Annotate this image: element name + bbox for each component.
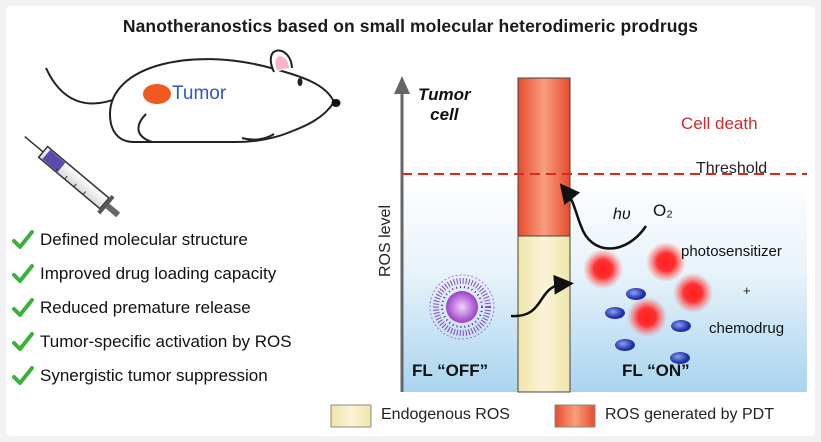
tumor-cell-label-line1: Tumor xyxy=(418,85,471,104)
feature-item: Tumor-specific activation by ROS xyxy=(12,325,292,359)
pdt-ros-bar xyxy=(517,77,571,237)
figure-title: Nanotheranostics based on small molecula… xyxy=(122,16,699,36)
mouse-front-foot xyxy=(241,133,275,141)
oxygen-label: O₂ xyxy=(653,201,673,220)
feature-text: Tumor-specific activation by ROS xyxy=(40,332,292,351)
mouse-tail xyxy=(45,67,119,105)
feature-item: Defined molecular structure xyxy=(12,223,292,257)
photosensitizer-label: photosensitizer xyxy=(681,243,782,260)
check-icon xyxy=(12,230,34,249)
tumor-label: Tumor xyxy=(172,83,227,104)
tumor-cell-label: Tumor cell xyxy=(418,85,471,125)
feature-item: Synergistic tumor suppression xyxy=(12,359,292,393)
chemodrug-molecules xyxy=(605,288,691,364)
ros-generation-arrow xyxy=(559,183,648,250)
syringe-icon xyxy=(24,135,121,218)
feature-item: Reduced premature release xyxy=(12,291,292,325)
photon-label: hυ xyxy=(613,206,631,223)
check-icon xyxy=(12,332,34,351)
ros-diagram xyxy=(330,76,807,428)
cell-death-label: Cell death xyxy=(681,114,758,133)
legend-label-pdt: ROS generated by PDT xyxy=(605,406,774,423)
legend-swatch-endogenous xyxy=(330,404,372,428)
photosensitizer-molecules xyxy=(583,242,713,337)
fl-on-label: FL “ON” xyxy=(622,361,690,380)
tumor-cell-label-line2: cell xyxy=(430,105,459,124)
plus-label: + xyxy=(743,283,751,298)
check-icon xyxy=(12,366,34,385)
legend-label-endogenous: Endogenous ROS xyxy=(381,406,510,423)
mouse-hind-leg xyxy=(137,113,153,143)
feature-list: Defined molecular structure Improved dru… xyxy=(12,223,292,393)
y-axis-label: ROS level xyxy=(377,204,394,278)
mouse-eye xyxy=(297,78,303,86)
fl-off-label: FL “OFF” xyxy=(412,361,489,380)
mouse-body xyxy=(108,58,336,143)
legend-swatch-pdt xyxy=(554,404,596,428)
y-axis-arrow xyxy=(394,76,410,94)
feature-text: Reduced premature release xyxy=(40,298,251,317)
feature-text: Synergistic tumor suppression xyxy=(40,366,268,385)
check-icon xyxy=(12,298,34,317)
feature-text: Defined molecular structure xyxy=(40,230,248,249)
feature-text: Improved drug loading capacity xyxy=(40,264,277,283)
threshold-label: Threshold xyxy=(696,160,768,177)
feature-item: Improved drug loading capacity xyxy=(12,257,292,291)
mouse-illustration xyxy=(24,49,341,218)
chemodrug-label: chemodrug xyxy=(709,320,785,337)
figure-card: Nanotheranostics based on small molecula… xyxy=(6,6,815,436)
micelle-nanoparticle xyxy=(429,274,495,340)
mouse-nose xyxy=(331,99,341,107)
activation-arrow xyxy=(510,274,574,318)
check-icon xyxy=(12,264,34,283)
tumor-spot xyxy=(143,84,171,104)
